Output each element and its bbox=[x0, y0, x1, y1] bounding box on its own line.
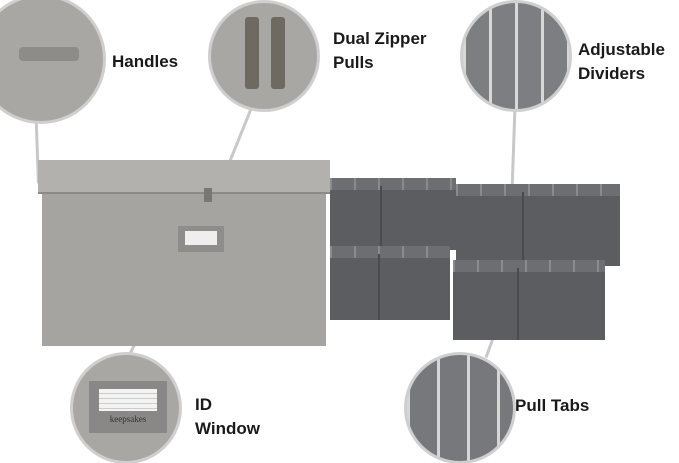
box-lid bbox=[38, 160, 330, 194]
zipper-pull bbox=[204, 188, 212, 202]
dividers-detail-circle bbox=[460, 0, 572, 112]
feature-label-pull-tabs: Pull Tabs bbox=[515, 396, 590, 415]
divider-bin bbox=[453, 260, 605, 340]
dividers-label-line2: Dividers bbox=[578, 64, 646, 83]
connector-dividers bbox=[510, 106, 517, 187]
feature-label-handles: Handles bbox=[112, 52, 179, 71]
storage-box bbox=[38, 160, 330, 346]
id-label-line1: ID bbox=[195, 395, 212, 414]
id-window-tag bbox=[178, 226, 224, 252]
handles-detail-circle bbox=[0, 0, 106, 124]
dividers-label-line1: Adjustable bbox=[578, 40, 665, 59]
feature-label-id-window: ID Window bbox=[195, 393, 260, 441]
pull-tabs-detail-circle bbox=[404, 352, 516, 463]
zipper-detail-circle bbox=[208, 0, 320, 112]
id-window-detail-circle: keepsakes bbox=[70, 352, 182, 463]
zipper-label-line2: Pulls bbox=[333, 53, 374, 72]
id-label-line2: Window bbox=[195, 419, 260, 438]
zipper-label-line1: Dual Zipper bbox=[333, 29, 427, 48]
box-body bbox=[42, 194, 326, 346]
divider-bin bbox=[330, 246, 450, 320]
brand-logo: keepsakes bbox=[109, 414, 147, 424]
divider-bin bbox=[330, 178, 456, 250]
divider-bin bbox=[456, 184, 620, 266]
